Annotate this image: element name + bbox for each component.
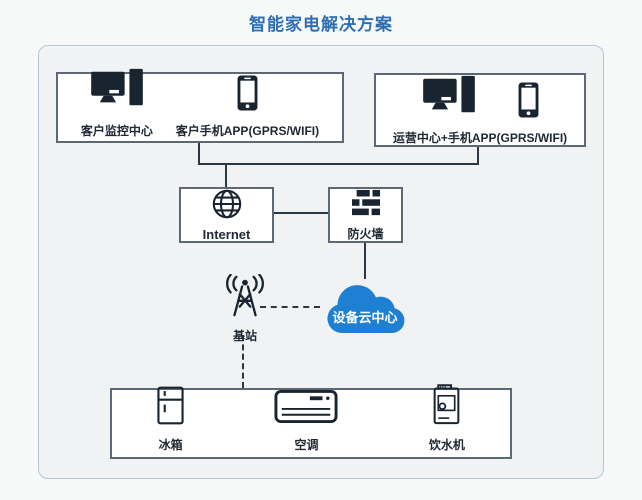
device-cloud-node: 设备云中心	[318, 276, 412, 338]
smartphone-icon	[237, 74, 258, 116]
water-dispenser-group: 饮水机	[428, 383, 465, 453]
fridge-icon	[157, 386, 184, 430]
client-monitor-group: 客户监控中心	[80, 68, 153, 139]
appliance-box: 冰箱 空调	[110, 383, 512, 459]
page-title: 智能家电解决方案	[249, 15, 393, 34]
internet-box: Internet	[179, 187, 274, 243]
firewall-label: 防火墙	[347, 226, 384, 241]
fridge-label: 冰箱	[158, 437, 183, 452]
ops-label: 运营中心+手机APP(GPRS/WIFI)	[392, 131, 568, 145]
air-conditioner-label: 空调	[294, 437, 319, 452]
base-station-node: 基站	[216, 273, 274, 344]
client-phone-group: 客户手机APP(GPRS/WIFI)	[175, 74, 320, 139]
connector-internet-up	[225, 165, 227, 187]
client-center-box: 客户监控中心 客户手机APP(GPRS/WIFI)	[56, 68, 344, 143]
water-dispenser-icon	[431, 383, 462, 430]
air-conditioner-icon	[274, 388, 338, 430]
desktop-pc-icon	[422, 74, 476, 123]
cloud-label: 设备云中心	[332, 310, 398, 325]
connector-basestation-cloud-dashed	[260, 306, 320, 308]
connector-client-down	[198, 143, 200, 164]
water-dispenser-label: 饮水机	[428, 437, 465, 452]
operation-center-box: 运营中心+手机APP(GPRS/WIFI)	[374, 73, 586, 147]
brick-wall-icon	[348, 189, 384, 222]
air-conditioner-group: 空调	[274, 389, 338, 453]
cloud-icon	[318, 276, 412, 343]
smartphone-icon	[518, 82, 539, 123]
client-monitor-label: 客户监控中心	[80, 123, 153, 138]
ops-icons-row	[422, 74, 539, 123]
globe-icon	[211, 188, 243, 225]
connector-tee-horizontal	[198, 163, 479, 165]
client-phone-label: 客户手机APP(GPRS/WIFI)	[175, 123, 320, 138]
connector-ops-down	[477, 145, 479, 164]
desktop-pc-icon	[90, 67, 144, 116]
connector-basestation-appliances-dashed	[242, 335, 244, 388]
firewall-box: 防火墙	[328, 187, 403, 243]
antenna-tower-icon	[220, 273, 270, 325]
internet-label: Internet	[202, 227, 251, 242]
connector-firewall-cloud	[364, 243, 366, 279]
connector-internet-firewall	[274, 212, 328, 214]
base-station-label: 基站	[232, 329, 257, 343]
fridge-group: 冰箱	[157, 386, 184, 453]
